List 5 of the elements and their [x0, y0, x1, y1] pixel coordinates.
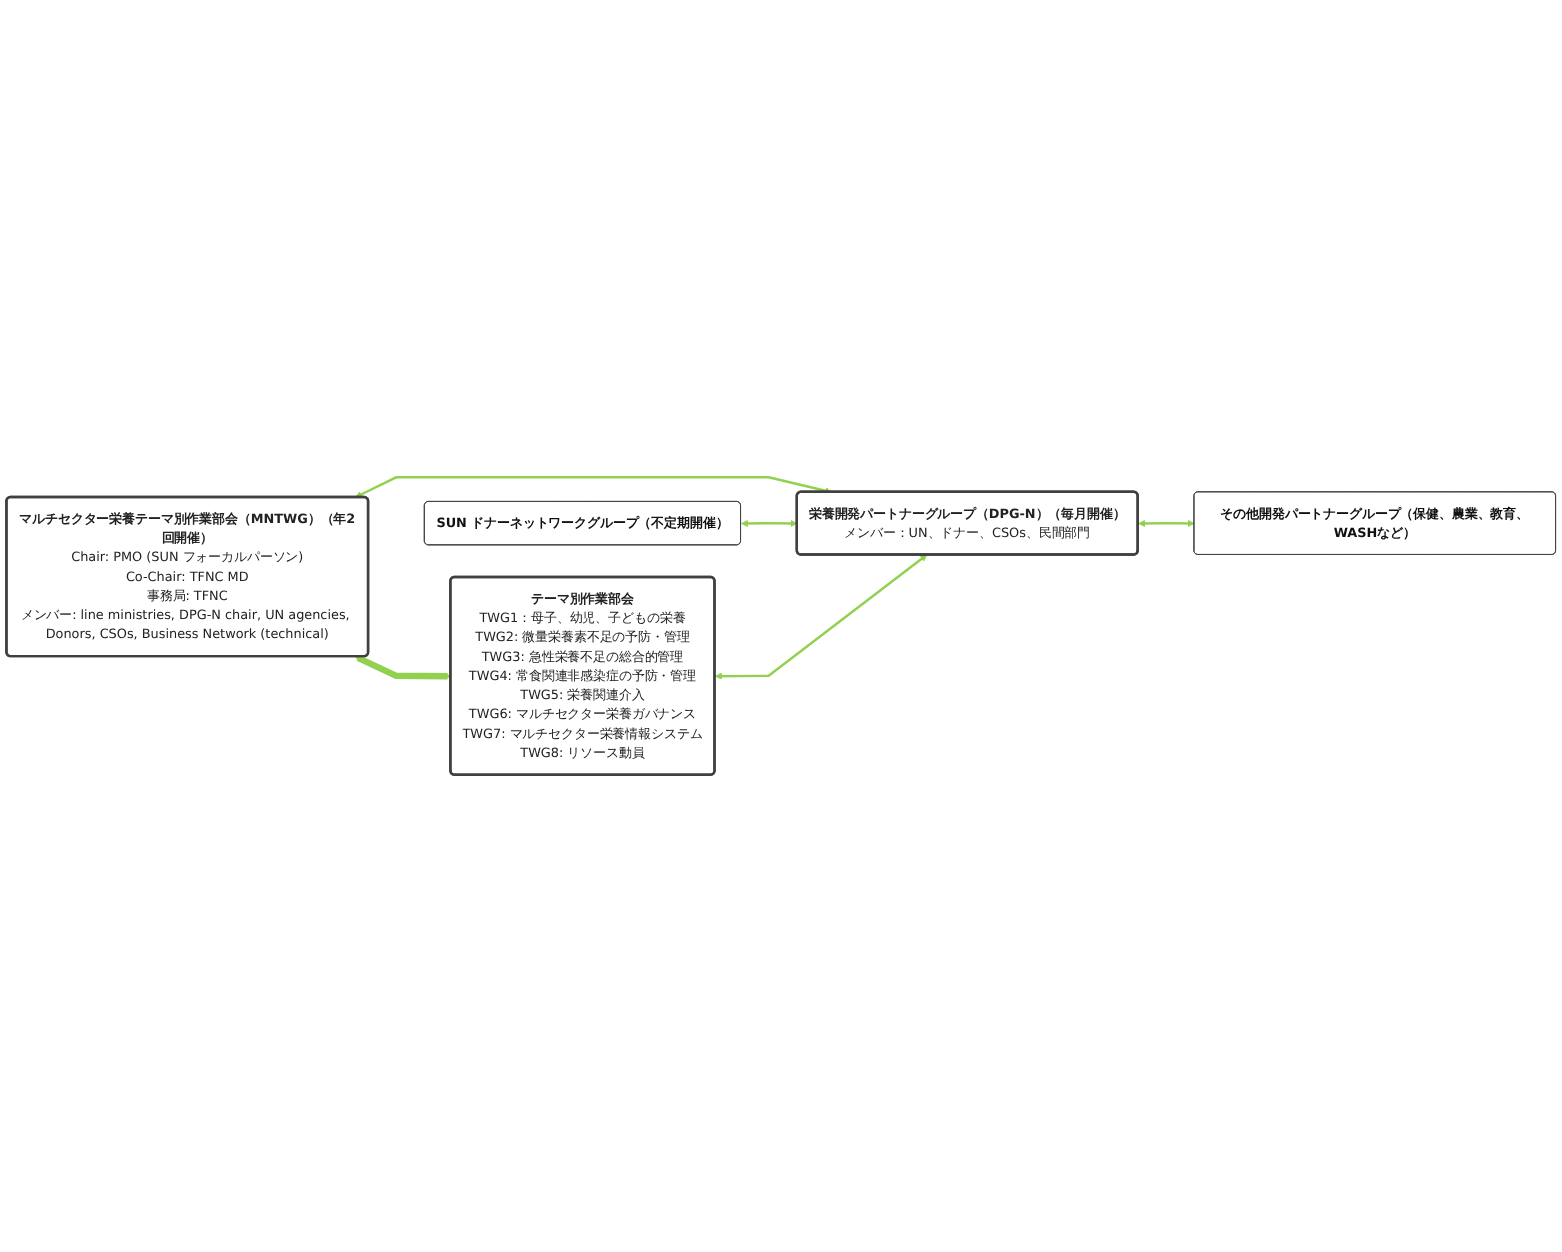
arrow	[714, 554, 928, 680]
arrow	[740, 519, 798, 527]
arrow	[355, 476, 833, 498]
arrow	[355, 655, 452, 680]
arrow	[1138, 519, 1195, 527]
